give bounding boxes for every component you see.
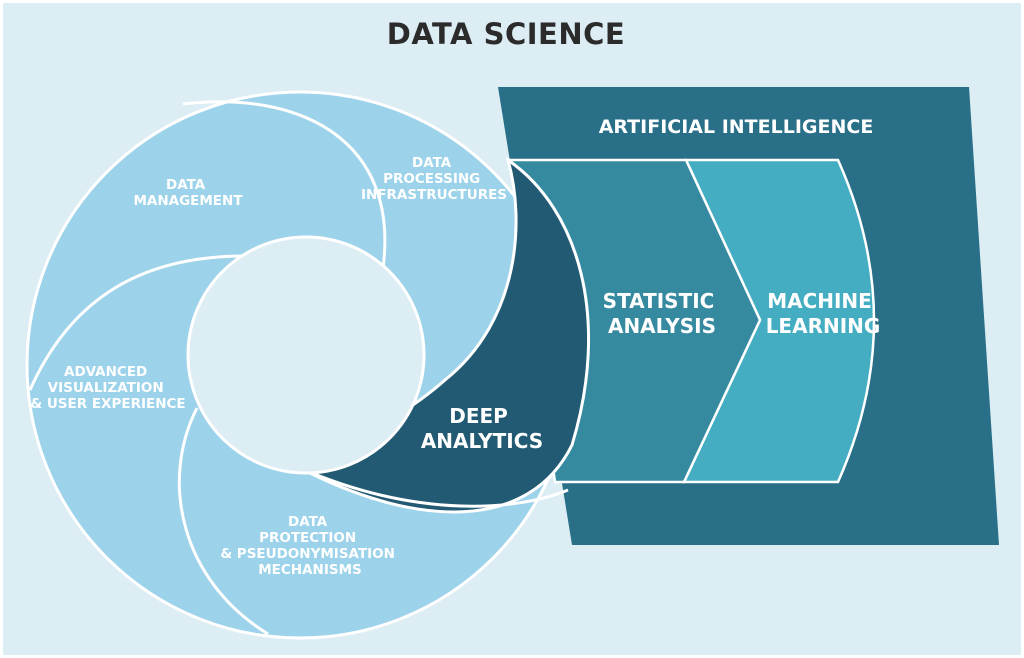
data-processing-line: DATA — [412, 155, 452, 171]
swirl-divider-management — [28, 254, 249, 391]
data-protection-line: PROTECTION — [259, 530, 356, 546]
data-protection-label: DATA PROTECTION & PSEUDONYMISATION MECHA… — [220, 514, 399, 578]
data-management-line: MANAGEMENT — [133, 193, 243, 209]
data-processing-line: PROCESSING — [383, 171, 480, 187]
center-circle — [186, 235, 426, 475]
data-protection-line: & PSEUDONYMISATION — [220, 546, 395, 562]
deep-analytics-segment — [296, 156, 590, 514]
advanced-visualization-label: ADVANCED VISUALIZATION & USER EXPERIENCE — [30, 364, 185, 412]
advanced-visualization-line: ADVANCED — [64, 364, 147, 380]
machine-learning-label: MACHINE LEARNING — [766, 289, 881, 338]
data-management-line: DATA — [166, 177, 206, 193]
advanced-visualization-line: VISUALIZATION — [48, 380, 164, 396]
statistic-analysis-line: STATISTIC — [603, 289, 715, 313]
swirl-divider-protection — [299, 466, 569, 508]
data-management-label: DATA MANAGEMENT — [133, 177, 243, 209]
data-protection-line: DATA — [288, 514, 328, 530]
deep-analytics-label: DEEP ANALYTICS — [421, 404, 543, 453]
machine-learning-chevron — [682, 158, 876, 484]
swirl-divider-visualization — [177, 407, 269, 636]
machine-learning-line: MACHINE — [767, 289, 872, 313]
deep-analytics-line: ANALYTICS — [421, 429, 543, 453]
statistic-analysis-line: ANALYSIS — [608, 314, 716, 338]
data-processing-label: DATA PROCESSING INFRASTRUCTURES — [361, 155, 507, 203]
advanced-visualization-line: & USER EXPERIENCE — [30, 396, 185, 412]
swirl-divider-processing — [182, 100, 387, 269]
data-processing-line: INFRASTRUCTURES — [361, 187, 507, 203]
data-protection-line: MECHANISMS — [258, 562, 362, 578]
deep-analytics-line: DEEP — [449, 404, 508, 428]
ai-banner-label: ARTIFICIAL INTELLIGENCE — [599, 116, 874, 138]
machine-learning-line: LEARNING — [766, 314, 881, 338]
statistic-analysis-label: STATISTIC ANALYSIS — [603, 289, 722, 338]
diagram-title: DATA SCIENCE — [387, 17, 625, 51]
